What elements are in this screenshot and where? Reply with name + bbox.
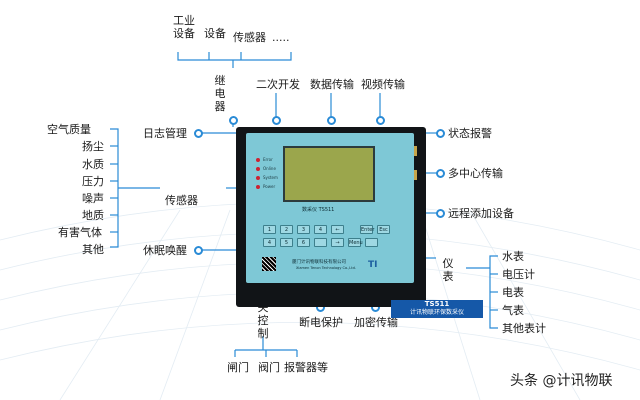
sensor-label: 传感器 <box>165 194 198 207</box>
status-alarm-label: 状态报警 <box>448 127 492 140</box>
video-transfer-label: 视频传输 <box>361 78 405 91</box>
company-name-en: Xiamen Tenon Technology Co.,Ltd. <box>296 266 356 270</box>
qr-code-icon <box>262 257 276 271</box>
key-enter[interactable]: Enter <box>360 225 375 234</box>
antenna-port-icon <box>412 146 417 156</box>
watermark: 头条 @计讯物联 <box>510 373 613 389</box>
led-power-icon <box>256 185 260 189</box>
relay-dot-icon <box>229 116 238 125</box>
key-row2-f[interactable] <box>365 238 378 247</box>
led-online-icon <box>256 167 260 171</box>
model-badge: TS511 计讯物联环保数采仪 <box>391 300 483 318</box>
data-transfer-dot-icon <box>327 116 336 125</box>
remote-add-label: 远程添加设备 <box>448 207 514 220</box>
sleep-dot-icon <box>194 246 203 255</box>
key-row2-a[interactable]: 4 <box>263 238 276 247</box>
relay-label: 继电器 <box>214 74 226 113</box>
device-type-industrial: 工业设备 <box>173 14 195 40</box>
key-row2-b[interactable]: 5 <box>280 238 293 247</box>
antenna-port-icon-2 <box>412 170 417 180</box>
sensor-item-other: 其他 <box>82 243 104 256</box>
device-title: 数采仪 TS511 <box>302 207 335 213</box>
data-transfer-label: 数据传输 <box>310 78 354 91</box>
meter-item-electric: 电表 <box>502 286 524 299</box>
sleep-wake-label: 休眠唤醒 <box>143 244 187 257</box>
secondary-dev-label: 二次开发 <box>256 78 300 91</box>
led-system-icon <box>256 176 260 180</box>
key-1[interactable]: 1 <box>263 225 276 234</box>
key-menu[interactable]: Menu <box>348 238 363 247</box>
sensor-item-harmful-gas: 有害气体 <box>58 226 102 239</box>
device-lcd-screen <box>283 146 375 202</box>
sensor-item-water: 水质 <box>82 158 104 171</box>
sensor-item-dust: 扬尘 <box>82 140 104 153</box>
remote-add-dot-icon <box>436 209 445 218</box>
bottom-item-gate: 闸门 <box>227 361 249 374</box>
meter-item-water: 水表 <box>502 250 524 263</box>
meter-label: 仪表 <box>442 257 454 283</box>
key-right[interactable]: → <box>331 238 344 247</box>
device-type-equipment: 设备 <box>204 27 226 40</box>
multi-center-label: 多中心传输 <box>448 167 503 180</box>
status-dot-icon <box>436 129 445 138</box>
video-transfer-dot-icon <box>376 116 385 125</box>
log-management-label: 日志管理 <box>143 127 187 140</box>
key-row2-c[interactable]: 6 <box>297 238 310 247</box>
device-type-sensor: 传感器 <box>233 31 266 44</box>
company-name: 厦门计讯物联科技有限公司 <box>292 260 346 265</box>
secondary-dev-dot-icon <box>272 116 281 125</box>
brand-logo: TI <box>368 260 378 270</box>
sensor-item-geology: 地质 <box>82 209 104 222</box>
led-error-label: Error <box>263 157 273 162</box>
key-left[interactable]: ← <box>331 225 344 234</box>
key-3[interactable]: 3 <box>297 225 310 234</box>
led-online-label: Online <box>263 166 276 171</box>
meter-item-other: 其他表计 <box>502 322 546 335</box>
device-type-more: ..... <box>272 31 290 44</box>
multi-center-dot-icon <box>436 169 445 178</box>
sensor-item-air: 空气质量 <box>47 123 91 136</box>
badge-model: TS511 <box>424 300 450 308</box>
power-protection-label: 断电保护 <box>299 316 343 329</box>
led-error-icon <box>256 158 260 162</box>
log-dot-icon <box>194 129 203 138</box>
encrypt-transfer-label: 加密传输 <box>354 316 398 329</box>
meter-item-voltage: 电压计 <box>502 268 535 281</box>
key-row2-d[interactable] <box>314 238 327 247</box>
key-4[interactable]: 4 <box>314 225 327 234</box>
sensor-item-pressure: 压力 <box>82 175 104 188</box>
bottom-item-valve: 阀门 <box>258 361 280 374</box>
led-system-label: System <box>263 175 278 180</box>
sensor-item-noise: 噪声 <box>82 192 104 205</box>
bottom-item-alarm: 报警器等 <box>284 361 328 374</box>
key-2[interactable]: 2 <box>280 225 293 234</box>
badge-desc: 计讯物联环保数采仪 <box>409 309 464 316</box>
led-power-label: Power <box>263 184 276 189</box>
meter-item-gas: 气表 <box>502 304 524 317</box>
key-esc[interactable]: Esc <box>377 225 390 234</box>
